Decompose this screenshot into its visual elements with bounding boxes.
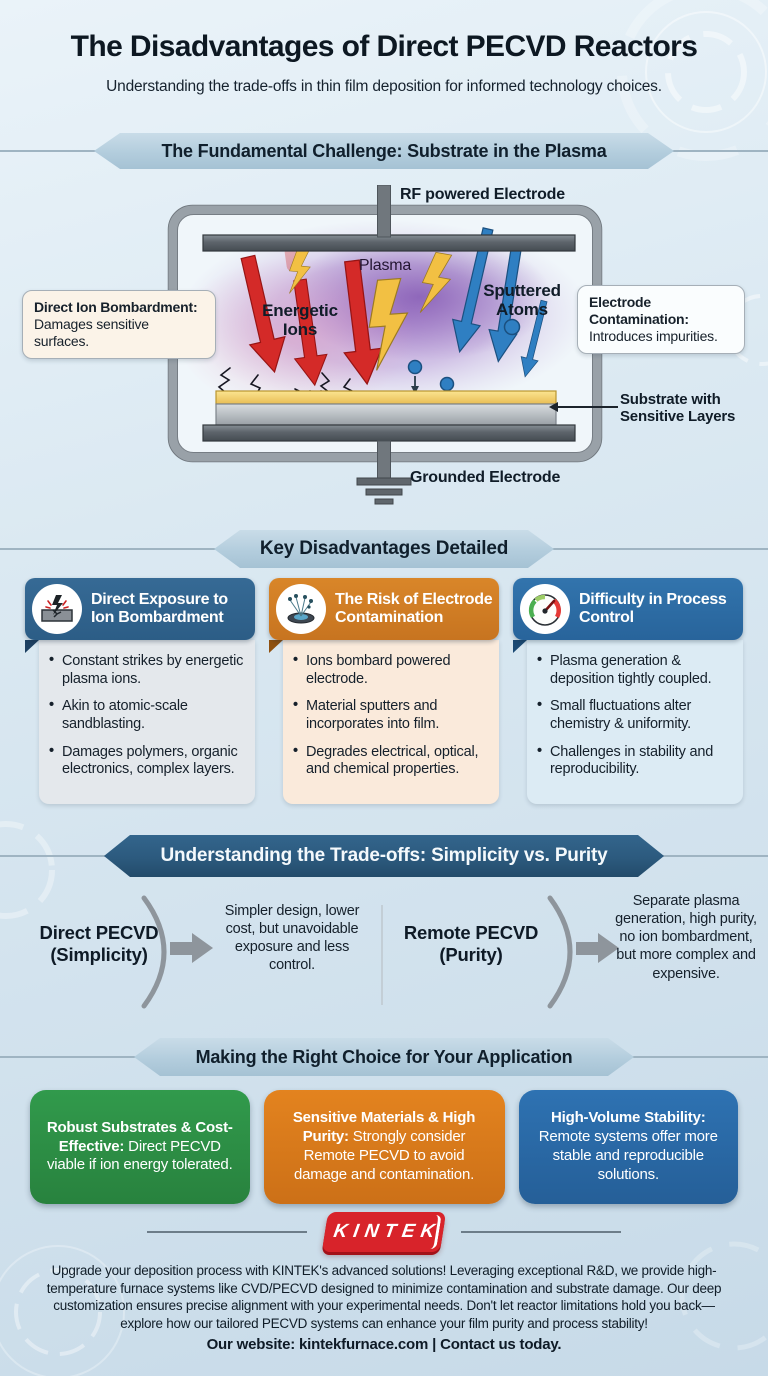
card-body: Plasma generation & deposition tightly c… <box>527 640 743 804</box>
substrate-label: Substrate with Sensitive Layers <box>620 391 736 425</box>
bullet-list: Plasma generation & deposition tightly c… <box>537 652 735 779</box>
footer-paragraph: Upgrade your deposition process with KIN… <box>46 1263 722 1331</box>
card-header: The Risk of Electrode Contamination <box>269 578 499 640</box>
callout-bold-text: Direct Ion Bombardment: <box>34 299 198 315</box>
disadvantage-cards-row: Direct Exposure to Ion Bombardment Const… <box>25 578 743 804</box>
right-arrow-icon <box>576 933 619 963</box>
bullet-item: Degrades electrical, optical, and chemic… <box>293 743 491 779</box>
label-line: (Purity) <box>439 944 503 966</box>
electrode-contamination-callout: Electrode Contamination: Introduces impu… <box>577 285 745 355</box>
reactor-diagram: RF powered Electrode Plasma Energetic Io… <box>0 184 768 510</box>
kintek-logo-text: KINTEK <box>332 1221 443 1242</box>
banner-disadvantages-label: Key Disadvantages Detailed <box>214 530 554 568</box>
bullet-item: Damages polymers, organic electronics, c… <box>49 743 247 779</box>
section-banner-tradeoffs: Understanding the Trade-offs: Simplicity… <box>0 835 768 877</box>
card-title: Difficulty in Process Control <box>579 591 727 626</box>
choice-cards-row: Robust Substrates & Cost-Effective: Dire… <box>30 1090 739 1204</box>
bullet-item: Challenges in stability and reproducibil… <box>537 743 735 779</box>
card-fold <box>25 640 39 653</box>
card-body: Ions bombard powered electrode. Material… <box>283 640 499 804</box>
direct-pecvd-description: Simpler design, lower cost, but unavoida… <box>224 903 360 974</box>
choice-card-text: Remote systems offer more stable and rep… <box>538 1128 718 1183</box>
footer-logo-row: KINTEK <box>0 1212 768 1252</box>
bullet-item: Plasma generation & deposition tightly c… <box>537 652 735 688</box>
bullet-item: Ions bombard powered electrode. <box>293 652 491 688</box>
right-arrow-icon <box>170 933 213 963</box>
choice-card-sensitive-materials: Sensitive Materials & High Purity: Stron… <box>263 1090 505 1204</box>
choice-card-text: Direct PECVD viable if ion energy tolera… <box>46 1137 233 1174</box>
substrate-pointer-line <box>558 406 618 408</box>
grounded-electrode-label: Grounded Electrode <box>410 469 561 486</box>
label-line: Direct PECVD <box>39 922 159 943</box>
kintek-logo: KINTEK <box>321 1212 447 1252</box>
callout-text: Introduces impurities. <box>589 328 718 345</box>
bullet-item: Akin to atomic-scale sandblasting. <box>49 697 247 733</box>
choice-card-bold: Robust Substrates & Cost-Effective: <box>46 1118 233 1155</box>
divider-line <box>461 1231 621 1233</box>
callout-bold-text: Electrode Contamination: <box>589 294 689 328</box>
section-banner-choice: Making the Right Choice for Your Applica… <box>0 1038 768 1076</box>
section-banner-challenge: The Fundamental Challenge: Substrate in … <box>0 133 768 169</box>
plasma-label: Plasma <box>358 257 412 274</box>
label-line: Remote PECVD <box>403 922 539 943</box>
card-title: Direct Exposure to Ion Bombardment <box>91 591 228 626</box>
vertical-divider <box>381 905 383 1005</box>
card-fold <box>269 640 283 653</box>
choice-card-text: Strongly consider Remote PECVD to avoid … <box>293 1128 475 1183</box>
card-ion-bombardment: Direct Exposure to Ion Bombardment Const… <box>25 578 255 804</box>
card-process-control: Difficulty in Process Control Plasma gen… <box>513 578 743 804</box>
sputter-splash-icon <box>276 584 326 634</box>
divider-line <box>147 1231 307 1233</box>
rf-electrode-label: RF powered Electrode <box>400 186 565 203</box>
card-header: Difficulty in Process Control <box>513 578 743 640</box>
choice-card-bold: Sensitive Materials & High Purity: <box>292 1109 476 1146</box>
tradeoffs-comparison: Direct PECVD (Simplicity) Simpler design… <box>0 890 768 1020</box>
remote-pecvd-label: Remote PECVD (Purity) <box>402 922 540 966</box>
direct-pecvd-label: Direct PECVD (Simplicity) <box>38 922 160 966</box>
banner-challenge-label: The Fundamental Challenge: Substrate in … <box>94 133 674 169</box>
bullet-list: Ions bombard powered electrode. Material… <box>293 652 491 779</box>
bullet-list: Constant strikes by energetic plasma ion… <box>49 652 247 779</box>
page-subtitle: Understanding the trade-offs in thin fil… <box>106 78 662 95</box>
remote-pecvd-description: Separate plasma generation, high purity,… <box>615 893 757 982</box>
bullet-item: Material sputters and incorporates into … <box>293 697 491 733</box>
card-title: The Risk of Electrode Contamination <box>335 591 493 626</box>
card-fold <box>513 640 527 653</box>
card-electrode-contamination: The Risk of Electrode Contamination Ions… <box>269 578 499 804</box>
card-header: Direct Exposure to Ion Bombardment <box>25 578 255 640</box>
banner-tradeoffs-label: Understanding the Trade-offs: Simplicity… <box>104 835 664 877</box>
curve-bracket <box>141 895 167 1009</box>
banner-choice-label: Making the Right Choice for Your Applica… <box>134 1038 634 1076</box>
reactor-schematic-drawing <box>167 184 603 505</box>
direct-ion-bombardment-callout: Direct Ion Bombardment: Damages sensitiv… <box>22 290 216 360</box>
card-body: Constant strikes by energetic plasma ion… <box>39 640 255 804</box>
choice-card-bold: High-Volume Stability: <box>551 1109 706 1127</box>
choice-card-robust-substrates: Robust Substrates & Cost-Effective: Dire… <box>30 1090 250 1204</box>
page-title: The Disadvantages of Direct PECVD Reacto… <box>70 30 698 63</box>
energetic-ions-label: Energetic Ions <box>262 301 338 340</box>
curve-bracket <box>547 895 573 1009</box>
gauge-icon <box>520 584 570 634</box>
sputtered-atoms-label: Sputtered Atoms <box>483 281 561 320</box>
label-line: (Simplicity) <box>50 944 148 966</box>
footer-contact-line[interactable]: Our website: kintekfurnace.com | Contact… <box>206 1336 562 1353</box>
callout-text: Damages sensitive surfaces. <box>34 316 149 350</box>
ion-impact-icon <box>32 584 82 634</box>
bullet-item: Small fluctuations alter chemistry & uni… <box>537 697 735 733</box>
section-banner-disadvantages: Key Disadvantages Detailed <box>0 530 768 568</box>
substrate-pointer-arrowhead <box>549 402 558 412</box>
choice-card-high-volume: High-Volume Stability: Remote systems of… <box>518 1090 739 1204</box>
bullet-item: Constant strikes by energetic plasma ion… <box>49 652 247 688</box>
